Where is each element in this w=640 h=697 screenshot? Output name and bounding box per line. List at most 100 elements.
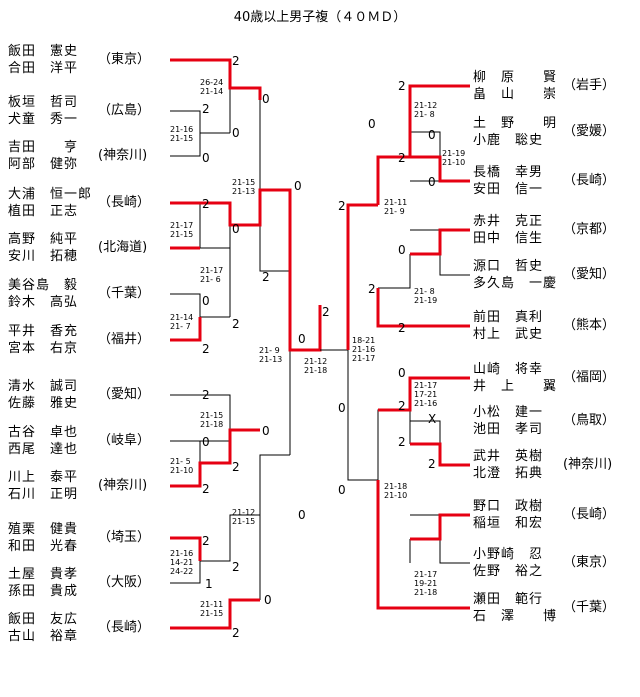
right-player-1: 山崎 将幸 [473,362,544,377]
score-text: 21- 5 21-10 [170,457,194,475]
left-prefecture: （愛知） [98,387,151,402]
result-value: 0 [428,175,436,189]
left-prefecture: (北海道) [98,240,148,255]
result-value: 0 [262,92,270,106]
right-prefecture: （愛知） [563,267,616,282]
result-value: 0 [338,401,346,415]
left-player-1: 川上 泰平 [8,470,79,485]
score-text: 21-17 21- 6 [200,266,224,284]
left-prefecture: （福井） [98,332,151,347]
score-text: 21-16 21-15 [170,125,194,143]
left-player-1: 平井 香充 [8,324,79,339]
right-player-2: 稲垣 和宏 [473,516,544,531]
right-prefecture: （京都） [563,222,616,237]
right-prefecture: （福岡） [563,370,616,385]
right-player-1: 土 野 明 [473,116,558,131]
result-value: 2 [398,321,406,335]
left-player-2: 鈴木 高弘 [8,295,79,310]
score-text: 21-15 21-18 [200,411,224,429]
left-prefecture: （埼玉） [98,530,151,545]
winner-line [170,428,260,488]
result-value: 2 [338,199,346,213]
left-prefecture: （千葉） [98,286,151,301]
left-player-2: 合田 洋平 [8,61,79,76]
result-value: 0 [298,332,306,346]
left-player-1: 飯田 友広 [8,612,79,627]
result-value: 2 [202,102,210,116]
result-value: 0 [264,593,272,607]
winner-line [376,480,470,610]
right-player-1: 小松 建一 [473,405,544,420]
winner-line [378,376,470,412]
right-player-2: 池田 孝司 [473,422,544,437]
score-text: 21- 8 21-19 [414,287,438,305]
left-player-2: 宮本 右京 [8,341,79,356]
left-player-1: 大浦 恒一郎 [8,187,93,202]
score-text: 26-24 21-14 [200,78,224,96]
right-prefecture: （熊本） [563,318,616,333]
result-value: 2 [398,151,406,165]
score-text: 21-18 21-10 [384,482,408,500]
result-value: 1 [205,577,213,591]
result-value: 2 [232,317,240,331]
right-prefecture: （長崎） [563,173,616,188]
winner-line [170,58,262,100]
right-player-1: 長橋 幸男 [473,165,544,180]
page-title: 40歳以上男子複（４０ＭＤ） [233,10,407,25]
result-value: 0 [262,424,270,438]
left-player-1: 美谷島 毅 [8,278,79,293]
result-value: 2 [202,482,210,496]
right-player-1: 野口 政樹 [473,499,544,514]
result-value: 2 [398,79,406,93]
score-text: 21-11 21- 9 [384,198,408,216]
result-value: 2 [232,560,240,574]
left-player-1: 清水 誠司 [8,379,79,394]
score-text: 21-12 21-18 [304,357,328,375]
score-text: 21-14 21- 7 [170,313,194,331]
left-player-2: 安川 拓穂 [8,249,79,264]
left-player-2: 孫田 貴成 [8,584,79,599]
result-value: 0 [398,366,406,380]
result-value: 0 [298,508,306,522]
right-player-1: 瀬田 範行 [473,592,544,607]
left-prefecture: (神奈川) [98,478,148,493]
result-value: 2 [202,342,210,356]
winner-line [376,132,412,205]
score-text: 21- 9 21-13 [259,346,283,364]
result-value: 0 [368,117,376,131]
left-player-2: 阿部 健弥 [8,157,79,172]
bracket-line [200,454,290,562]
winner-line [410,442,470,467]
left-player-2: 古山 裕章 [8,629,79,644]
result-value: 2 [398,399,406,413]
left-player-2: 植田 正志 [8,204,79,219]
result-value: 2 [322,305,330,319]
winner-line [170,536,202,561]
score-text: 21-19 21-10 [442,149,466,167]
bracket-line [378,254,411,289]
right-player-1: 小野崎 忍 [473,547,544,562]
left-player-2: 和田 光春 [8,539,79,554]
left-prefecture: （広島） [98,103,151,118]
right-prefecture: （愛媛） [563,124,616,139]
right-player-1: 源口 哲史 [473,259,544,274]
score-text: 18-21 21-16 21-17 [352,336,376,363]
right-player-1: 前田 真利 [473,310,544,325]
result-value: 0 [232,126,240,140]
left-prefecture: （長崎） [98,620,151,635]
score-text: 21-17 21-15 [170,221,194,239]
result-value: 0 [398,243,406,257]
right-player-2: 石 澤 博 [473,609,558,624]
result-value: 2 [202,534,210,548]
left-player-1: 高野 純平 [8,232,79,247]
winner-line [410,513,470,541]
winner-line [170,317,202,342]
right-prefecture: （千葉） [563,600,616,615]
right-prefecture: （東京） [563,555,616,570]
left-prefecture: （長崎） [98,195,151,210]
right-player-2: 多久島 一慶 [473,276,558,291]
right-player-2: 佐野 裕之 [473,564,544,579]
score-text: 21-17 17-21 21-16 [414,381,438,408]
right-prefecture: （長崎） [563,507,616,522]
score-text: 21-12 21-15 [232,508,256,526]
